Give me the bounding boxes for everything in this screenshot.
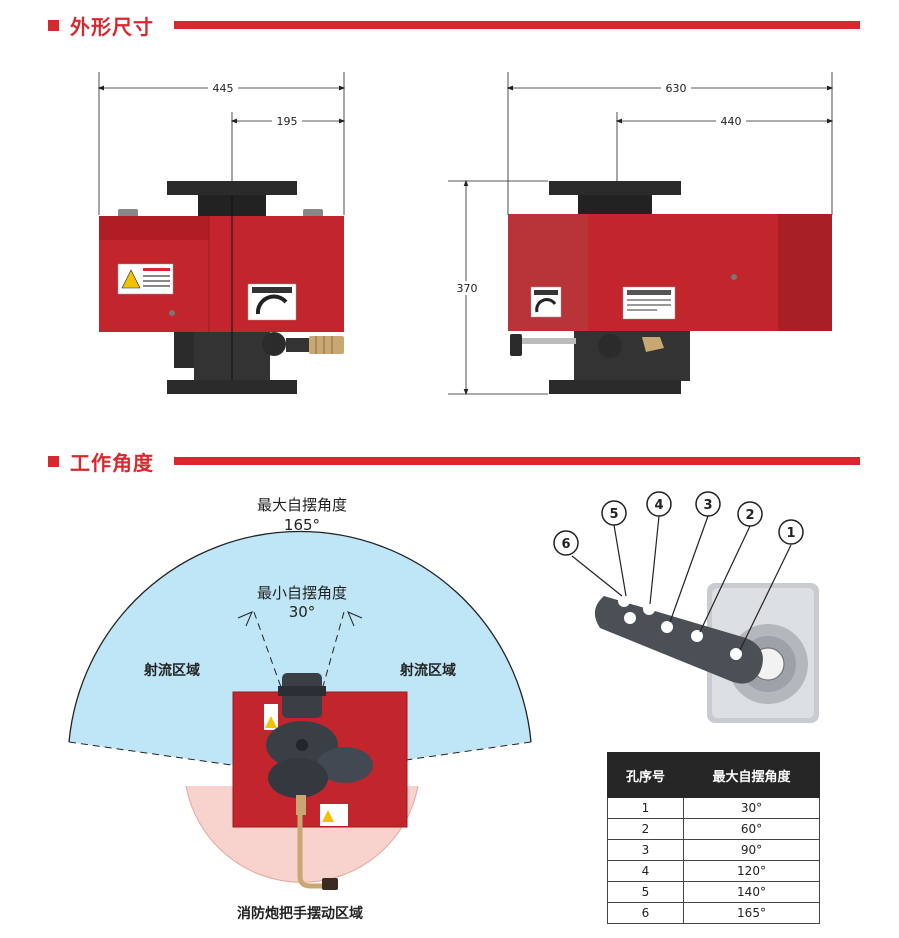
section-rule — [174, 457, 860, 465]
min-angle-title: 最小自摆角度 — [257, 584, 347, 602]
table-cell-angle: 30° — [683, 797, 820, 819]
table-cell-angle: 120° — [683, 860, 820, 882]
hole-callout-5: 5 — [609, 507, 618, 522]
section-rule — [174, 21, 860, 29]
dim-side-offset: 440 — [721, 115, 742, 128]
table-cell-hole: 1 — [607, 797, 684, 819]
dim-front-width: 445 — [213, 82, 234, 95]
table-header-row: 孔序号 最大自摆角度 — [607, 752, 820, 798]
table-cell-hole: 6 — [607, 902, 684, 924]
max-angle-value: 165° — [284, 516, 320, 534]
jet-zone-left-label: 射流区域 — [143, 662, 200, 679]
jet-zone-right-label: 射流区域 — [399, 662, 456, 679]
hole-callout-4: 4 — [654, 498, 663, 513]
section-header-dimensions: 外形尺寸 — [48, 13, 860, 39]
section-title-angle: 工作角度 — [70, 450, 154, 475]
angle-diagram — [68, 530, 532, 890]
table-cell-angle: 90° — [683, 839, 820, 861]
hole-callout-6: 6 — [561, 537, 570, 552]
table-cell-hole: 4 — [607, 860, 684, 882]
dim-height: 370 — [457, 282, 478, 295]
table-header-hole: 孔序号 — [607, 752, 684, 798]
table-cell-hole: 2 — [607, 818, 684, 840]
hole-callout-1: 1 — [786, 526, 795, 541]
hole-diagram — [553, 491, 819, 723]
side-view: 630 440 370 — [448, 72, 834, 396]
table-cell-angle: 140° — [683, 881, 820, 903]
front-view: 445 195 — [97, 72, 346, 394]
table-header-angle: 最大自摆角度 — [683, 752, 820, 798]
table-cell-angle: 165° — [683, 902, 820, 924]
table-cell-hole: 3 — [607, 839, 684, 861]
min-angle-value: 30° — [289, 603, 316, 621]
table-cell-angle: 60° — [683, 818, 820, 840]
max-angle-title: 最大自摆角度 — [257, 496, 347, 514]
section-title-dimensions: 外形尺寸 — [70, 14, 154, 39]
section-marker — [48, 19, 59, 31]
hole-callout-3: 3 — [703, 498, 712, 513]
section-marker — [48, 455, 59, 467]
dim-side-width: 630 — [666, 82, 687, 95]
handle-zone-label: 消防炮把手摆动区域 — [237, 905, 363, 922]
dim-front-offset: 195 — [277, 115, 298, 128]
hole-callout-2: 2 — [745, 508, 754, 523]
section-header-angle: 工作角度 — [48, 449, 860, 475]
table-cell-hole: 5 — [607, 881, 684, 903]
